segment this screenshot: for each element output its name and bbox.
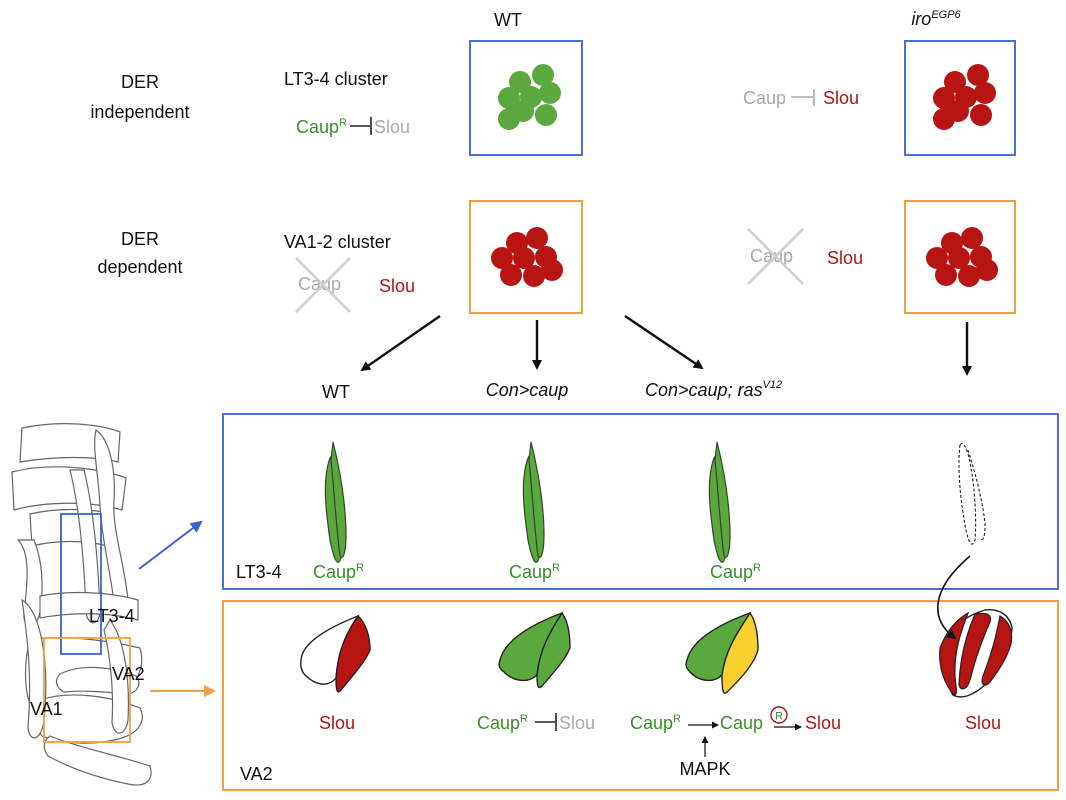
column-header-wt: WT [494, 10, 522, 30]
wt-lt34-regulation: CaupR Slou [296, 117, 410, 137]
caup-r-label: CaupR [630, 713, 681, 733]
va2-con-caup-regulation: CaupR Slou [477, 713, 595, 733]
arrow-to-con-caup-ras [624, 315, 704, 370]
wt-lt34-cell-cluster [498, 64, 561, 130]
slou-label: Slou [374, 117, 410, 137]
caup-r-label: CaupR [477, 713, 528, 733]
anatomy-label-va1: VA1 [30, 699, 63, 719]
va2-iro-slou: Slou [965, 713, 1001, 733]
pointer-arrow-lt34 [138, 520, 203, 570]
anatomy-va2-highlight [43, 637, 131, 743]
iro-lt34-cell-cluster [933, 64, 996, 130]
cross-out-line [747, 228, 804, 285]
cluster-label-lt34: LT3-4 cluster [284, 69, 388, 89]
wt-va12-cluster-box [469, 200, 583, 314]
va2-wt-slou: Slou [319, 713, 355, 733]
iro-va12-cluster-box [904, 200, 1016, 314]
iro-lt34-regulation: Caup Slou [743, 88, 859, 108]
lt34-muscle-con-caup [522, 441, 545, 563]
condition-con-caup: Con>caup [486, 380, 569, 400]
caup-label: Caup [720, 713, 763, 733]
wt-va12-cell-cluster [491, 227, 563, 287]
slou-label: Slou [823, 88, 859, 108]
va2-muscle-iro [939, 609, 1013, 698]
va2-muscle-con-caup [498, 611, 571, 689]
lt34-con-caup-caup-r: CaupR [509, 562, 560, 582]
slou-label: Slou [827, 248, 863, 268]
transformation-arrow [937, 555, 971, 640]
panel-label-va2: VA2 [240, 764, 273, 784]
anatomy-lt34-highlight [60, 513, 102, 655]
wt-va12-regulation: Caup Slou [295, 257, 415, 313]
condition-con-caup-ras: Con>caup; rasV12 [645, 379, 782, 400]
anatomy-label-lt34: LT3-4 [89, 606, 135, 626]
mapk-label: MAPK [679, 759, 730, 779]
va2-muscle-wt [300, 614, 371, 693]
cross-out-line [295, 257, 351, 313]
circled-r-icon [770, 706, 788, 724]
row-label-der-independent-line1: DER [121, 72, 159, 92]
lt34-muscle-con-caup-ras [708, 441, 731, 563]
iro-lt34-cluster-box [904, 40, 1016, 156]
condition-wt: WT [322, 382, 350, 402]
caup-label: Caup [743, 88, 786, 108]
slou-label: Slou [379, 276, 415, 296]
iro-va12-regulation: Caup Slou [747, 228, 863, 285]
condition-arrows [360, 315, 972, 376]
lt34-con-caup-ras-caup-r: CaupR [710, 562, 761, 582]
anatomy-sketch [11, 423, 152, 786]
anatomy-label-va2: VA2 [112, 664, 145, 684]
caup-r-label: CaupR [296, 117, 347, 137]
lt34-muscle-wt [324, 441, 347, 563]
column-header-iro: iroEGP6 [911, 9, 961, 29]
panel-lt34 [222, 413, 1059, 590]
panel-label-lt34: LT3-4 [236, 562, 282, 582]
wt-lt34-cluster-box [469, 40, 583, 156]
slou-label: Slou [805, 713, 841, 733]
row-label-der-dependent-line2: dependent [97, 257, 182, 277]
row-label-der-dependent-line1: DER [121, 229, 159, 249]
caup-label: Caup [298, 274, 341, 294]
iro-va12-cell-cluster [926, 227, 998, 287]
panel-va2 [222, 600, 1059, 791]
circled-r-letter: R [775, 711, 783, 723]
cluster-label-va12: VA1-2 cluster [284, 232, 391, 252]
va2-con-caup-ras-regulation: CaupR Caup R Slou MAPK [630, 706, 841, 779]
va2-muscle-con-caup-ras [685, 611, 759, 694]
caup-label: Caup [750, 246, 793, 266]
slou-label: Slou [559, 713, 595, 733]
row-label-der-independent-line2: independent [90, 102, 189, 122]
lt34-muscle-iro-absent [958, 443, 986, 545]
lt34-wt-caup-r: CaupR [313, 562, 364, 582]
arrow-to-wt [360, 315, 441, 372]
